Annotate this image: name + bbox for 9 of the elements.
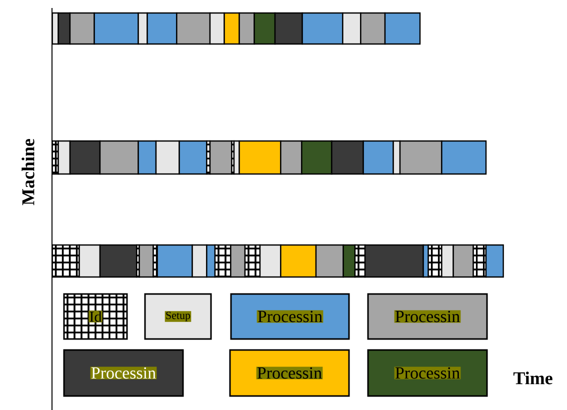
legend-label: Setup — [164, 311, 192, 322]
axis-label: Machine — [22, 138, 34, 206]
legend-label: Id — [88, 310, 102, 322]
legend-label: Processin — [394, 310, 461, 323]
axis-label: Time — [513, 372, 552, 384]
legend-label: Processin — [90, 366, 157, 380]
legend-label: Processin — [256, 310, 324, 323]
legend-label: Processin — [394, 366, 461, 380]
legend-label: Processin — [256, 366, 323, 380]
